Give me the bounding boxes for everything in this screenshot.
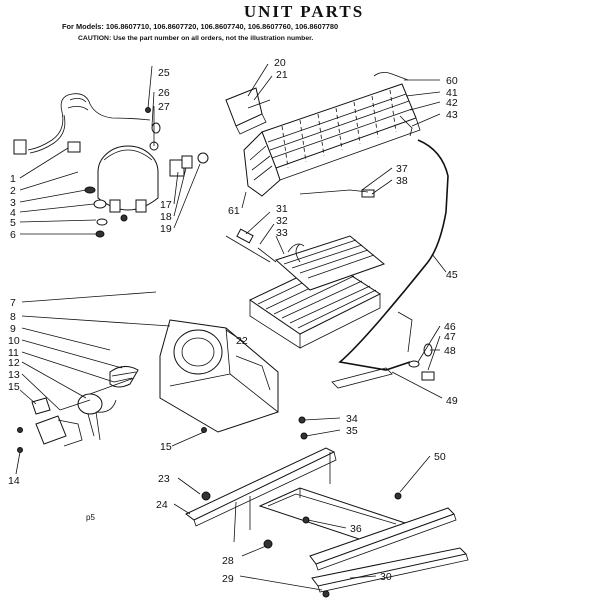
compressor xyxy=(97,145,159,222)
relay-overload xyxy=(67,141,209,177)
callout-15-left: 15 xyxy=(8,381,20,393)
callout-17: 17 xyxy=(160,199,172,211)
callout-42: 42 xyxy=(446,97,458,109)
callout-6: 6 xyxy=(10,229,16,241)
callout-60: 60 xyxy=(446,75,458,87)
callout-38: 38 xyxy=(396,175,408,187)
callout-5: 5 xyxy=(10,217,16,229)
callout-49: 49 xyxy=(446,395,458,407)
evaporator-fan-motor xyxy=(17,366,207,453)
callout-3: 3 xyxy=(10,197,16,209)
callout-23: 23 xyxy=(158,473,170,485)
callout-35: 35 xyxy=(346,425,358,437)
callout-25: 25 xyxy=(158,67,170,79)
callout-19: 19 xyxy=(160,223,172,235)
callout-24: 24 xyxy=(156,499,168,511)
callout-9: 9 xyxy=(10,323,16,335)
callout-31: 31 xyxy=(276,203,288,215)
condenser xyxy=(243,72,421,198)
callout-22: 22 xyxy=(236,335,248,347)
fan-shroud xyxy=(159,319,279,433)
callout-12: 12 xyxy=(8,357,20,369)
callout-10: 10 xyxy=(8,335,20,347)
drain-hardware xyxy=(408,343,435,381)
callout-50: 50 xyxy=(434,451,446,463)
defrost-heater xyxy=(225,228,277,263)
callout-48: 48 xyxy=(444,345,456,357)
model-list: For Models: 106.8607710, 106.8607720, 10… xyxy=(62,22,339,31)
callout-45: 45 xyxy=(446,269,458,281)
callout-34: 34 xyxy=(346,413,358,425)
leader-lines xyxy=(15,63,447,591)
callout-1: 1 xyxy=(10,173,16,185)
tubing xyxy=(338,139,449,371)
callout-8: 8 xyxy=(10,311,16,323)
callout-4: 4 xyxy=(10,207,16,219)
evaporator xyxy=(248,235,386,349)
base-frame xyxy=(185,367,469,598)
callout-18: 18 xyxy=(160,211,172,223)
callout-47: 47 xyxy=(444,331,456,343)
fan-bracket xyxy=(225,87,271,135)
callout-61: 61 xyxy=(228,205,240,217)
callout-15-shroud: 15 xyxy=(160,441,172,453)
callout-21: 21 xyxy=(276,69,288,81)
callout-14: 14 xyxy=(8,475,20,487)
callout-43: 43 xyxy=(446,109,458,121)
caution-note: CAUTION: Use the part number on all orde… xyxy=(78,35,314,42)
callout-26: 26 xyxy=(158,87,170,99)
callout-7: 7 xyxy=(10,297,16,309)
callout-32: 32 xyxy=(276,215,288,227)
callout-11: 11 xyxy=(8,347,19,359)
callout-13: 13 xyxy=(8,369,20,381)
page-title: UNIT PARTS xyxy=(243,2,365,21)
callout-numbers: 1 2 3 4 5 6 7 8 9 10 11 12 13 14 15 15 1… xyxy=(8,57,458,585)
callout-2: 2 xyxy=(10,185,16,197)
callout-37: 37 xyxy=(396,163,408,175)
callout-30: 30 xyxy=(380,571,392,583)
power-cord xyxy=(13,93,151,155)
corner-mark: p5 xyxy=(86,513,95,522)
callout-46: 46 xyxy=(444,321,456,333)
callout-36: 36 xyxy=(350,523,362,535)
callout-20: 20 xyxy=(274,57,286,69)
callout-41: 41 xyxy=(446,87,458,99)
callout-33: 33 xyxy=(276,227,288,239)
callout-28: 28 xyxy=(222,555,234,567)
grommets-clips xyxy=(84,107,161,238)
callout-27: 27 xyxy=(158,101,170,113)
callout-29: 29 xyxy=(222,573,234,585)
